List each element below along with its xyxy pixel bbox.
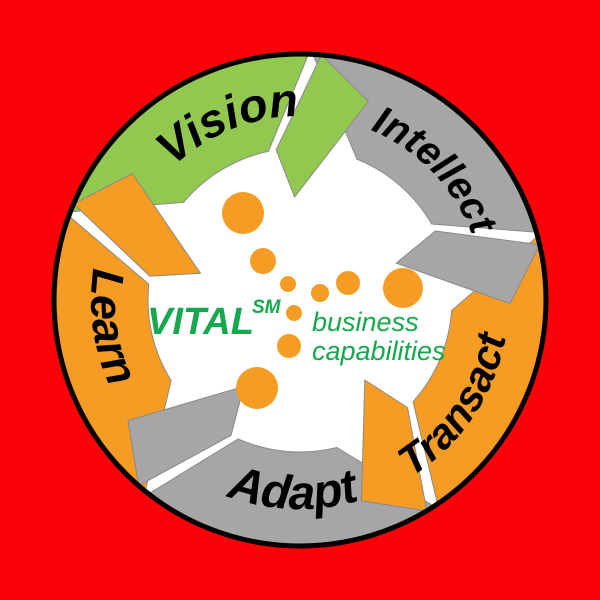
tagline-line-2: capabilities	[312, 336, 446, 366]
logo-dot	[250, 248, 276, 274]
tagline-line-1: business	[312, 307, 419, 337]
logo-dot	[383, 268, 423, 308]
logo-dot	[277, 334, 301, 358]
logo-dot	[336, 271, 360, 295]
segment-intellect-arrowhead	[395, 230, 541, 305]
outer-ring	[51, 51, 549, 549]
segment-vision-arrowhead	[275, 54, 369, 198]
segment-transact-arrowhead	[360, 379, 428, 512]
logo-dot	[236, 367, 278, 409]
logo-dot	[311, 284, 329, 302]
segment-learn-arrowhead	[73, 173, 201, 277]
brand-sm-superscript: SM	[252, 297, 282, 318]
logo-dot	[286, 305, 302, 321]
brand-wordmark: VITAL	[147, 301, 254, 343]
logo-dots	[222, 192, 423, 409]
logo-dot	[280, 276, 296, 292]
logo-dot	[222, 192, 264, 234]
